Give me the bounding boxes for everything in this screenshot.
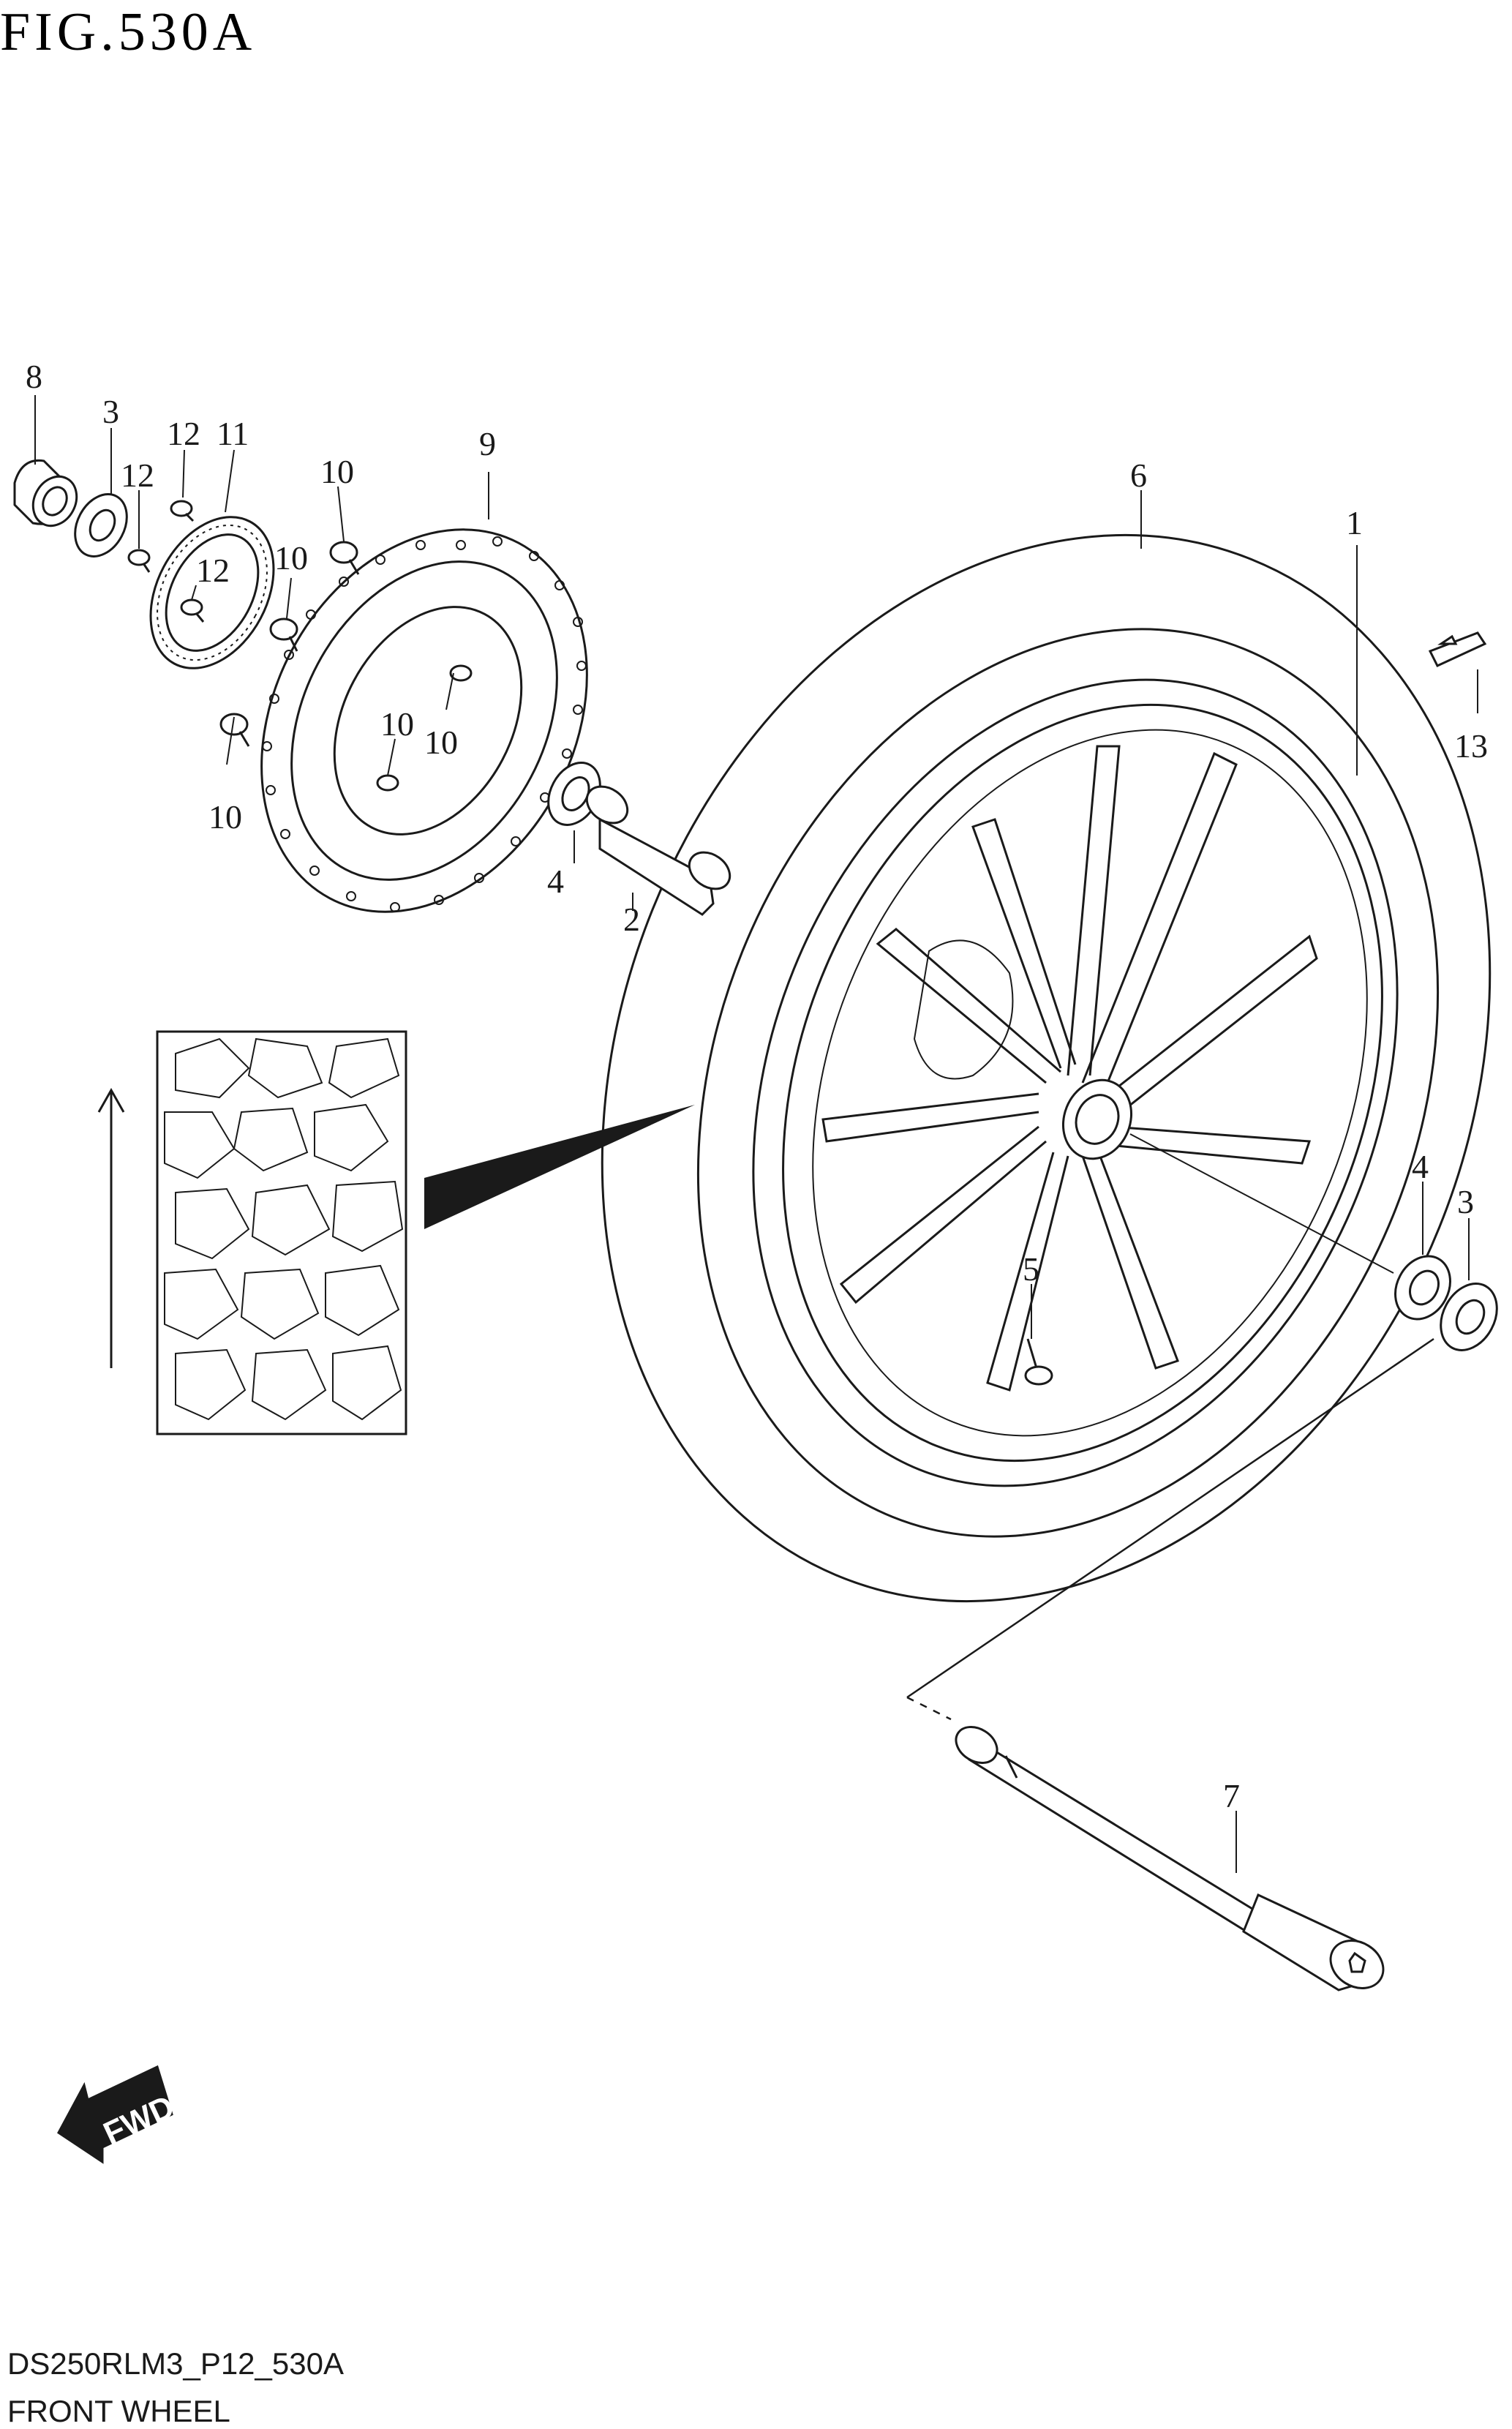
- dust-seal-part-3-left: [74, 493, 128, 557]
- callout-4b: 4: [1412, 1148, 1429, 1185]
- spacer-part-2: [585, 785, 731, 916]
- callout-11: 11: [217, 415, 249, 452]
- callout-10e: 10: [424, 724, 458, 761]
- wheel-spokes: [821, 745, 1318, 1392]
- front-axle-part-7: [955, 1725, 1385, 1991]
- figure-title: FIG.530A: [0, 2, 256, 62]
- tread-pointer-wedge: [424, 1105, 695, 1229]
- callout-12a: 12: [167, 415, 200, 452]
- callout-13: 13: [1454, 727, 1488, 765]
- callout-2: 2: [623, 901, 640, 938]
- callout-4a: 4: [547, 863, 564, 900]
- wheel-hub: [1061, 1078, 1133, 1160]
- front-wheel-assembly: [601, 533, 1492, 1603]
- section-name: FRONT WHEEL: [7, 2394, 230, 2428]
- callout-leader-lines: [34, 395, 1478, 1873]
- callout-12b: 12: [121, 457, 154, 494]
- callout-3b: 3: [1457, 1183, 1474, 1220]
- axle-alignment-lines: [906, 1337, 1434, 1721]
- callout-7: 7: [1223, 1777, 1240, 1814]
- fwd-arrow-icon: [57, 2065, 173, 2164]
- callout-10d: 10: [380, 705, 414, 743]
- callout-8: 8: [26, 358, 42, 395]
- callout-10b: 10: [274, 539, 308, 577]
- model-code: DS250RLM3_P12_530A: [7, 2346, 344, 2381]
- rotation-direction-arrow-icon: [97, 1087, 125, 1368]
- abs-sensor-ring: [149, 516, 275, 669]
- fwd-direction-badge: FWD: [57, 2065, 180, 2164]
- disc-bolts: [127, 500, 360, 747]
- tread-pattern-panel: [156, 1030, 407, 1435]
- collar-part-8: [13, 459, 78, 528]
- callout-5: 5: [1023, 1250, 1039, 1288]
- tire-valve: [1024, 1338, 1053, 1386]
- callout-labels: 1 2 3 3 4 4 5 6 7 8 9 10 10 10 10 10 10 …: [26, 358, 1488, 1814]
- callout-10a: 10: [320, 453, 354, 490]
- callout-1: 1: [1346, 504, 1363, 541]
- callout-9: 9: [479, 425, 496, 462]
- balance-weight-part-13: [1428, 631, 1487, 667]
- callout-3a: 3: [102, 393, 119, 430]
- callout-10c: 10: [208, 798, 242, 836]
- callout-12c: 12: [196, 552, 230, 589]
- callout-6: 6: [1130, 457, 1147, 494]
- brake-disc: [260, 528, 588, 913]
- dust-seal-part-3-right: [1440, 1283, 1498, 1351]
- bearing-part-4-right: [1394, 1255, 1451, 1321]
